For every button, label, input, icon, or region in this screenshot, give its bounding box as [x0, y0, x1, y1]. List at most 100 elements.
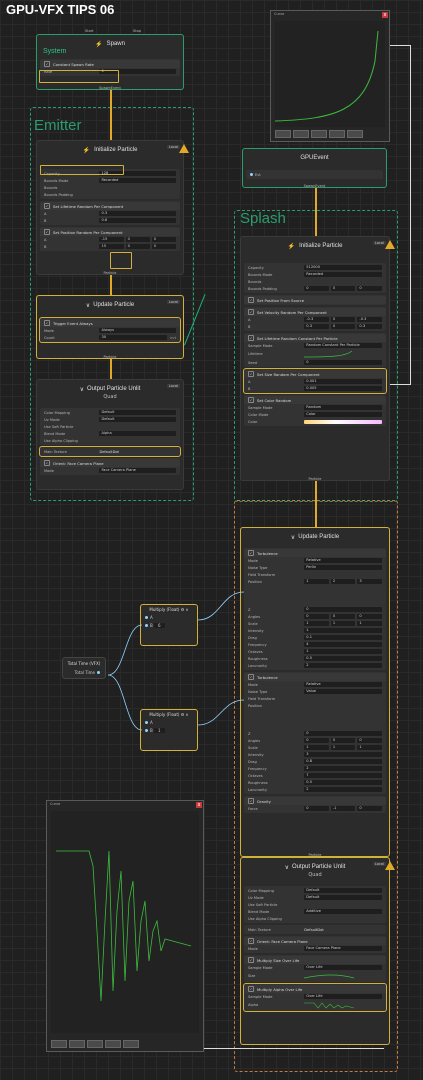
input-port-a[interactable]: [145, 721, 148, 724]
input-b-field[interactable]: 1: [154, 728, 165, 733]
scale-y[interactable]: 1: [330, 621, 356, 626]
padding-y[interactable]: 0: [330, 286, 356, 291]
main-texture-field[interactable]: DefaultDot: [99, 449, 119, 454]
color-mode-select[interactable]: Color: [304, 412, 382, 417]
evt-input-port[interactable]: [250, 173, 253, 176]
preset-button[interactable]: [87, 1040, 103, 1048]
position-x[interactable]: 1: [304, 579, 329, 584]
scale-x[interactable]: 1: [304, 745, 329, 750]
lifetime-b-field[interactable]: 0.6: [99, 218, 176, 223]
preset-button[interactable]: [347, 130, 363, 138]
force-x[interactable]: 0: [304, 806, 329, 811]
position-y[interactable]: 2: [330, 579, 356, 584]
main-texture-field[interactable]: DefaultDot: [304, 927, 324, 932]
intensity-field[interactable]: 1: [304, 628, 382, 633]
force-y[interactable]: -1: [330, 806, 356, 811]
curve-presets[interactable]: [51, 1040, 139, 1048]
vel-b-y[interactable]: 0: [330, 324, 356, 329]
local-badge[interactable]: Local: [372, 862, 386, 866]
angle-x[interactable]: 0: [304, 738, 329, 743]
set-lifetime-block[interactable]: ✓Set Lifetime Random Constant Per Partic…: [244, 333, 386, 367]
setting-select[interactable]: Default: [304, 895, 382, 900]
curve-presets[interactable]: [275, 130, 363, 138]
checkbox-icon[interactable]: ✓: [248, 335, 254, 341]
checkbox-icon[interactable]: ✓: [248, 957, 254, 963]
pos-a-y[interactable]: 0: [125, 237, 150, 242]
curve-editor-bottom[interactable]: Curve x: [46, 800, 204, 1052]
size-b-field[interactable]: 0.005: [304, 386, 382, 391]
evt-port[interactable]: evt: [170, 335, 176, 340]
mode-select[interactable]: Relative: [304, 682, 382, 687]
input-b-field[interactable]: 6: [154, 623, 165, 628]
update1-flow-out[interactable]: Particle: [103, 355, 117, 359]
alpha-curve[interactable]: [51, 811, 199, 1033]
pos-b-x[interactable]: 15: [99, 244, 124, 249]
preset-button[interactable]: [69, 1040, 85, 1048]
checkbox-icon[interactable]: ✓: [248, 309, 254, 315]
mode-select[interactable]: Always: [99, 328, 176, 333]
color-gradient[interactable]: [304, 419, 382, 424]
vel-a-z[interactable]: -0.3: [357, 317, 382, 322]
sample-mode-select[interactable]: Random Constant Per Particle: [304, 343, 382, 348]
bounds-mode-select[interactable]: Recorded: [99, 178, 176, 183]
update-particle-node[interactable]: ∨Update Particle Local ✓Trigger Event Al…: [36, 295, 184, 359]
seed-field[interactable]: 0: [304, 360, 382, 365]
local-badge[interactable]: Local: [166, 145, 180, 149]
angle-y[interactable]: 0: [330, 614, 356, 619]
noise-select[interactable]: Perlin: [304, 565, 382, 570]
drag-field[interactable]: 0.1: [304, 635, 382, 640]
checkbox-icon[interactable]: ✓: [44, 320, 50, 326]
position-z[interactable]: 3: [357, 579, 382, 584]
multiply-node-1[interactable]: Multiply (Float) ⚙ ∨ A B 6: [140, 604, 198, 646]
checkbox-icon[interactable]: ✓: [248, 397, 254, 403]
vel-b-x[interactable]: 0.3: [304, 324, 329, 329]
checkbox-icon[interactable]: ✓: [44, 203, 50, 209]
spawn-flow-out[interactable]: SpawnEvent: [99, 86, 121, 90]
angle-z[interactable]: 0: [357, 738, 382, 743]
checkbox-icon[interactable]: ✓: [248, 297, 254, 303]
roughness-slider[interactable]: 0.5: [304, 780, 382, 785]
set-position-block[interactable]: ✓Set Position From Source: [244, 295, 386, 305]
lifetime-curve-preview[interactable]: [304, 350, 354, 358]
angle-x[interactable]: 0: [304, 614, 329, 619]
roughness-slider[interactable]: 0.5: [304, 656, 382, 661]
gear-icon[interactable]: ⚙: [180, 607, 185, 612]
local-badge[interactable]: Local: [372, 241, 386, 245]
gear-icon[interactable]: ⚙: [180, 712, 185, 717]
frequency-field[interactable]: 2: [304, 766, 382, 771]
checkbox-icon[interactable]: ✓: [248, 371, 254, 377]
orient-mode-select[interactable]: Face Camera Plane: [304, 946, 382, 951]
size-curve-preview[interactable]: [304, 972, 355, 980]
checkbox-icon[interactable]: ✓: [44, 61, 50, 67]
spawn-start-port[interactable]: Start: [85, 29, 94, 33]
position-z-input[interactable]: 0: [304, 607, 382, 612]
setting-select[interactable]: Additive: [304, 909, 382, 914]
gpuevent-node[interactable]: GPUEvent Evt SpawnEvent: [242, 148, 387, 188]
pos-a-z[interactable]: 0: [151, 237, 176, 242]
setting-select[interactable]: Alpha: [99, 431, 176, 436]
angle-y[interactable]: 0: [330, 738, 356, 743]
pos-a-x[interactable]: -15: [99, 237, 124, 242]
pos-b-y[interactable]: 0: [125, 244, 150, 249]
preset-button[interactable]: [311, 130, 327, 138]
set-velocity-block[interactable]: ✓Set Velocity Random Per Component A-0.3…: [244, 307, 386, 331]
init2-flow-out[interactable]: Particle: [308, 477, 322, 481]
local-badge[interactable]: Local: [166, 384, 180, 388]
vel-a-y[interactable]: 0: [330, 317, 356, 322]
checkbox-icon[interactable]: ✓: [248, 986, 254, 992]
close-icon[interactable]: x: [382, 12, 388, 18]
total-time-node[interactable]: Total Time (VFX) Total Time: [62, 657, 106, 679]
chevron-down-icon[interactable]: ∨: [185, 712, 189, 717]
orient-mode-select[interactable]: Face Camera Plane: [99, 468, 176, 473]
